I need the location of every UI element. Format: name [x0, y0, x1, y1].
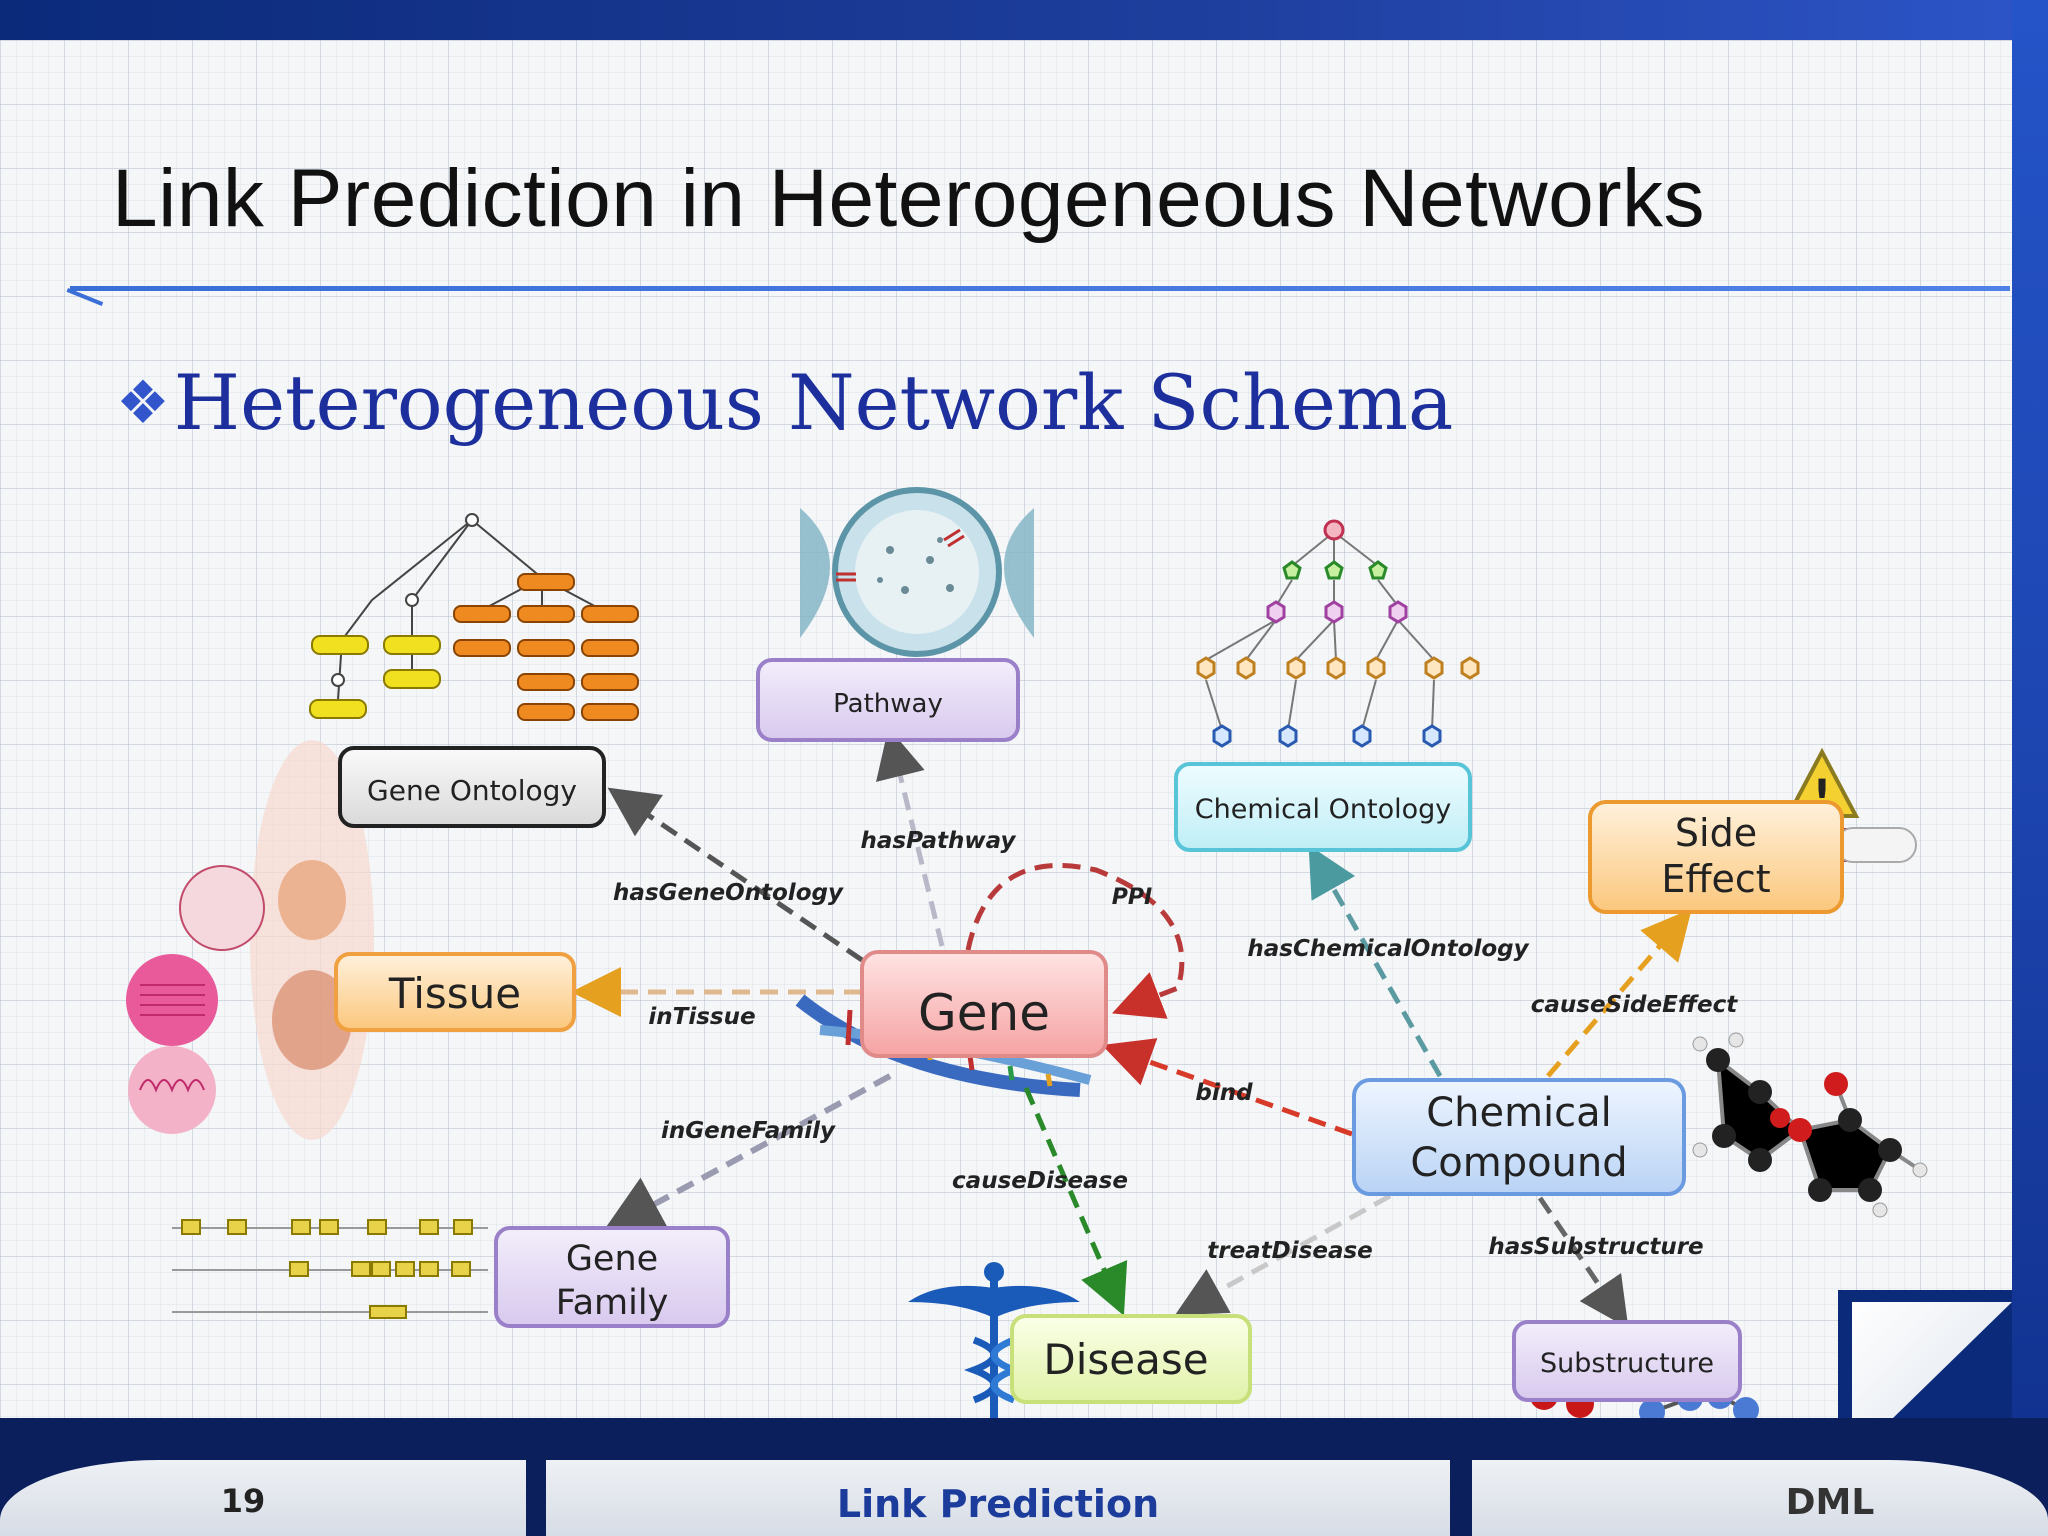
- edge-in-gene-family: [602, 1073, 892, 1233]
- edge-has-chemical-ontology: [1308, 844, 1443, 1078]
- node-label-chemical-compound-line2: Compound: [1410, 1140, 1627, 1186]
- edge-label-has-chemical-ontology: hasChemicalOntology: [1247, 936, 1529, 962]
- network-schema-diagram: !: [126, 487, 1928, 1418]
- node-pathway[interactable]: Pathway: [756, 658, 1020, 742]
- node-chemical-ontology[interactable]: Chemical Ontology: [1174, 762, 1472, 852]
- node-label-substructure: Substructure: [1540, 1348, 1714, 1379]
- node-gene-family[interactable]: Gene Family: [494, 1226, 730, 1328]
- node-label-side-effect-line1: Side: [1675, 811, 1757, 855]
- edge-label-in-tissue: inTissue: [648, 1004, 755, 1030]
- tissue-anatomy-illustration: [126, 740, 374, 1140]
- node-side-effect[interactable]: Side Effect: [1588, 800, 1844, 914]
- slide-title: Link Prediction in Heterogeneous Network…: [112, 153, 1705, 244]
- slide-canvas: Link Prediction in Heterogeneous Network…: [0, 40, 2012, 1418]
- footer-org-tab: DML: [1472, 1460, 2048, 1536]
- edge-cause-side-effect: [1546, 908, 1692, 1078]
- node-label-pathway: Pathway: [833, 689, 943, 719]
- edge-label-has-substructure: hasSubstructure: [1488, 1234, 1703, 1260]
- footer-title: Link Prediction: [836, 1482, 1160, 1526]
- edge-treat-disease: [1174, 1193, 1392, 1316]
- footer-title-tab: Link Prediction: [546, 1460, 1450, 1536]
- edge-label-cause-disease: causeDisease: [952, 1168, 1128, 1194]
- page-number: 19: [220, 1482, 266, 1520]
- bullet-heading: ❖Heterogeneous Network Schema: [116, 358, 1453, 447]
- diamond-bullet-icon: ❖: [116, 368, 170, 438]
- node-tissue[interactable]: Tissue: [334, 952, 576, 1032]
- edge-ppi: [965, 863, 1185, 1019]
- edge-label-in-gene-family: inGeneFamily: [661, 1118, 836, 1144]
- edge-has-gene-ontology: [607, 787, 864, 963]
- node-label-chemical-compound-line1: Chemical: [1426, 1090, 1612, 1136]
- molecule-illustration: [1692, 1032, 1928, 1218]
- node-disease[interactable]: Disease: [1010, 1314, 1252, 1404]
- node-label-disease: Disease: [1043, 1335, 1208, 1384]
- edge-label-has-gene-ontology: hasGeneOntology: [613, 880, 844, 906]
- edge-label-ppi: PPI: [1112, 885, 1152, 910]
- edge-label-cause-side-effect: causeSideEffect: [1531, 992, 1738, 1018]
- edge-cause-disease: [1023, 1087, 1128, 1316]
- slide-top-frame: [0, 0, 2048, 40]
- node-chemical-compound[interactable]: Chemical Compound: [1352, 1078, 1686, 1196]
- node-label-tissue: Tissue: [388, 969, 521, 1018]
- node-substructure[interactable]: Substructure: [1512, 1320, 1742, 1402]
- gene-ontology-tree-illustration: [309, 513, 639, 721]
- edge-bind: [1101, 1038, 1353, 1137]
- node-label-gene-family-line2: Family: [556, 1283, 669, 1323]
- node-gene-ontology[interactable]: Gene Ontology: [338, 746, 606, 828]
- pathway-cell-illustration: [800, 487, 1034, 657]
- gene-family-chromosome-illustration: [172, 1219, 488, 1319]
- footer-page-number-tab: 19: [0, 1460, 526, 1536]
- node-label-side-effect-line2: Effect: [1661, 857, 1770, 901]
- edge-label-bind: bind: [1195, 1080, 1253, 1106]
- node-label-gene-ontology: Gene Ontology: [367, 774, 577, 807]
- edge-label-has-pathway: hasPathway: [861, 828, 1017, 854]
- edge-has-pathway: [876, 727, 945, 947]
- node-label-gene: Gene: [918, 984, 1050, 1042]
- node-gene[interactable]: Gene: [860, 950, 1108, 1058]
- edge-label-treat-disease: treatDisease: [1207, 1238, 1373, 1264]
- edge-has-substructure: [1537, 1196, 1629, 1329]
- slide-right-frame: [2012, 0, 2048, 1536]
- bullet-heading-text: Heterogeneous Network Schema: [173, 358, 1454, 447]
- node-label-gene-family-line1: Gene: [566, 1239, 658, 1279]
- title-underline: [70, 286, 2010, 291]
- footer-org: DML: [1785, 1482, 1875, 1523]
- node-label-chemical-ontology: Chemical Ontology: [1195, 794, 1451, 825]
- chemical-ontology-tree-illustration: [1196, 519, 1480, 748]
